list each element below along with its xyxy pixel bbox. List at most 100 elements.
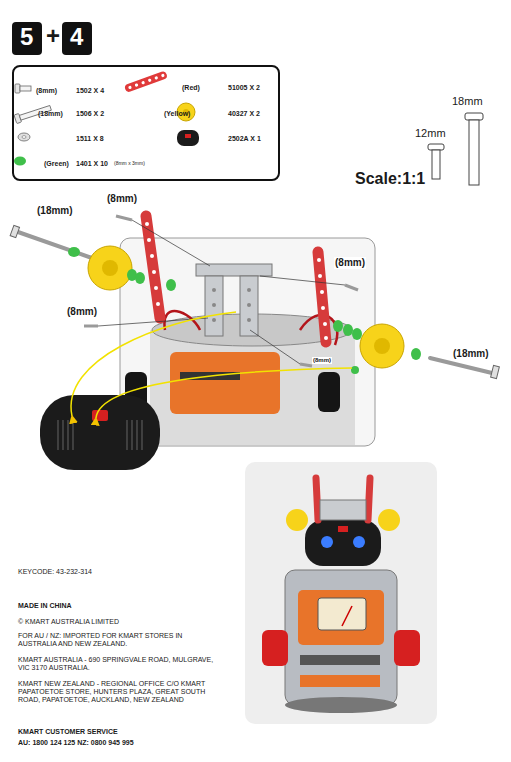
drawing-part bbox=[156, 302, 160, 306]
drawing-part bbox=[345, 285, 358, 290]
drawing-part bbox=[318, 252, 326, 342]
drawing-part bbox=[318, 274, 322, 278]
drawing-part bbox=[128, 85, 132, 89]
drawing-part bbox=[318, 372, 340, 412]
drawing-part bbox=[177, 130, 199, 146]
drawing-part bbox=[124, 70, 168, 93]
drawing-part bbox=[147, 238, 151, 242]
drawing-part bbox=[432, 150, 440, 179]
drawing-part bbox=[71, 312, 236, 416]
assembly-illustration bbox=[10, 216, 499, 470]
drawing-part bbox=[247, 288, 251, 292]
drawing-part bbox=[260, 276, 345, 285]
part-text: 40327 X 2 bbox=[228, 110, 260, 118]
step-number-box: 5 bbox=[12, 22, 42, 55]
part-text: 1401 X 10 bbox=[76, 160, 108, 168]
drawing-part bbox=[150, 254, 154, 258]
drawing-part bbox=[245, 462, 437, 724]
drawing-part bbox=[247, 318, 251, 322]
drawing-part bbox=[84, 325, 98, 328]
drawing-part bbox=[141, 81, 145, 85]
drawing-part bbox=[154, 76, 158, 80]
drawing-part bbox=[212, 288, 216, 292]
step-number: 5 bbox=[20, 24, 33, 50]
drawing-part bbox=[469, 120, 479, 185]
dimension: (18mm) bbox=[452, 348, 490, 360]
part-text: (Yellow) bbox=[164, 110, 190, 118]
part-text: 2502A X 1 bbox=[228, 135, 261, 143]
drawing-part bbox=[146, 216, 160, 318]
drawing-part bbox=[62, 420, 63, 450]
drawing-part bbox=[351, 366, 359, 374]
drawing-part bbox=[342, 606, 352, 626]
drawing-part bbox=[40, 395, 160, 470]
drawing-part bbox=[10, 225, 19, 237]
drawing-part bbox=[72, 420, 73, 450]
origin-note: MADE IN CHINA bbox=[18, 602, 72, 610]
drawing-part bbox=[154, 286, 158, 290]
drawing-part bbox=[161, 73, 165, 77]
drawing-part bbox=[14, 157, 26, 166]
dimension: 12mm bbox=[415, 127, 446, 140]
drawing-part bbox=[132, 220, 210, 266]
scale-screws bbox=[428, 113, 483, 185]
part-text: (8mm) bbox=[36, 87, 57, 95]
drawing-part bbox=[170, 352, 280, 414]
service-numbers: AU: 1800 124 125 NZ: 0800 945 995 bbox=[18, 739, 134, 747]
dimension: 18mm bbox=[452, 95, 483, 108]
drawing-part bbox=[338, 526, 348, 532]
dimension: (8mm) bbox=[312, 357, 332, 364]
drawing-part bbox=[368, 478, 370, 520]
dimension: (18mm) bbox=[36, 205, 74, 217]
drawing-part bbox=[286, 509, 308, 531]
part-text: 1511 X 8 bbox=[76, 135, 104, 143]
part-text: 1506 X 2 bbox=[76, 110, 104, 118]
part-text: (18mm) bbox=[38, 110, 63, 118]
drawing-part bbox=[135, 272, 145, 284]
drawing-part bbox=[212, 303, 216, 307]
drawing-part bbox=[300, 675, 380, 687]
scale-note: Scale:1:1 bbox=[355, 170, 425, 188]
drawing-part bbox=[68, 247, 80, 257]
drawing-part bbox=[134, 83, 138, 87]
drawing-part bbox=[320, 290, 324, 294]
drawing-part bbox=[240, 276, 258, 336]
drawing-part bbox=[323, 322, 327, 326]
drawing-part bbox=[196, 264, 272, 276]
drawing-part bbox=[166, 279, 176, 291]
drawing-part bbox=[411, 348, 421, 360]
drawing-part bbox=[185, 134, 191, 138]
drawing-part bbox=[18, 133, 30, 141]
drawing-part bbox=[92, 410, 108, 421]
drawing-part bbox=[333, 320, 343, 332]
drawing-part bbox=[145, 222, 149, 226]
drawing-part bbox=[318, 598, 366, 630]
drawing-part bbox=[321, 536, 333, 548]
drawing-part bbox=[262, 630, 288, 666]
drawing-part bbox=[353, 536, 365, 548]
drawing-part bbox=[465, 113, 483, 120]
step-number: 4 bbox=[70, 24, 83, 50]
address: KMART AUSTRALIA - 690 SPRINGVALE ROAD, M… bbox=[18, 656, 218, 672]
drawing-part bbox=[136, 420, 137, 450]
drawing-part bbox=[285, 570, 397, 705]
copyright: © KMART AUSTRALIA LIMITED bbox=[18, 618, 119, 626]
drawing-part bbox=[67, 420, 68, 450]
drawing-part bbox=[491, 365, 500, 378]
drawing-part bbox=[116, 216, 132, 220]
drawing-part bbox=[247, 303, 251, 307]
part-text: (Green) bbox=[44, 160, 69, 168]
keycode: KEYCODE: 43-232-314 bbox=[18, 568, 92, 576]
drawing-part bbox=[15, 84, 20, 93]
drawing-part bbox=[205, 276, 223, 336]
drawing-part bbox=[394, 630, 420, 666]
drawing-part bbox=[150, 330, 355, 445]
drawing-part bbox=[141, 420, 142, 450]
dimension: (8mm) bbox=[66, 306, 98, 318]
drawing-part bbox=[300, 655, 380, 665]
part-text: (8mm x 3mm) bbox=[114, 161, 145, 167]
drawing-part bbox=[320, 500, 366, 520]
drawing-part bbox=[300, 364, 312, 366]
drawing-part bbox=[316, 478, 318, 520]
part-text: 1502 X 4 bbox=[76, 87, 104, 95]
